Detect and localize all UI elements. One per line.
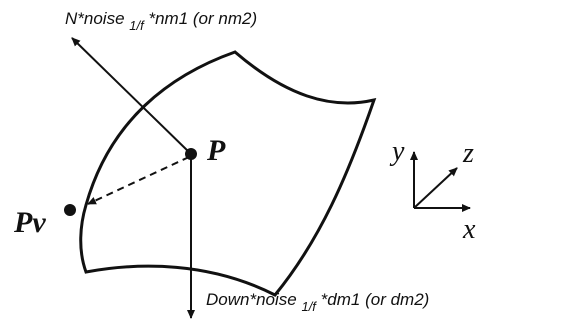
surface-patch: [79, 50, 377, 297]
point-pv-label: Pv: [13, 206, 46, 239]
normal-arrow: [71, 37, 192, 155]
down-noise-label-suffix: *dm1 (or dm2): [321, 290, 430, 309]
point-p-dot: [185, 148, 197, 160]
coordinate-axes: y x z: [389, 136, 476, 245]
normal-noise-label: N*noise 1/f *nm1 (or nm2): [65, 9, 257, 34]
dashed-projection-line: [87, 156, 190, 205]
point-pv-dot: [64, 204, 76, 216]
down-noise-label: Down*noise 1/f *dm1 (or dm2): [206, 290, 429, 315]
normal-noise-label-prefix: N*noise: [65, 9, 125, 28]
axis-x-label: x: [462, 214, 476, 245]
normal-noise-label-suffix: *nm1 (or nm2): [148, 9, 257, 28]
normal-noise-label-subscript: 1/f: [129, 18, 145, 33]
down-noise-label-prefix: Down*noise: [206, 290, 297, 309]
axis-z-arrow: [413, 167, 458, 209]
down-noise-label-subscript: 1/f: [301, 299, 317, 314]
axis-z-label: z: [462, 138, 474, 169]
axis-y-label: y: [389, 136, 405, 167]
point-p-label: P: [206, 134, 226, 167]
